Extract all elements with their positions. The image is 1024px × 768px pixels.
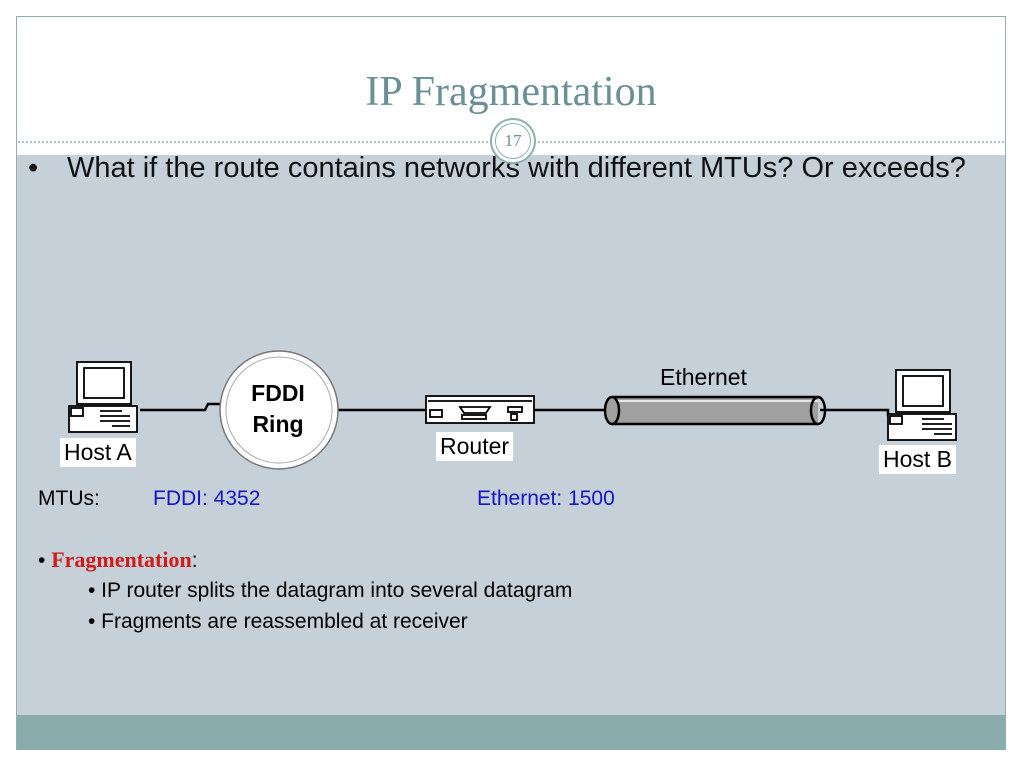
footer-bar — [17, 715, 1005, 749]
slide-number-badge: 17 — [490, 118, 536, 164]
router-icon — [425, 395, 535, 424]
host-a-label: Host A — [60, 438, 136, 467]
fragmentation-point-2: • Fragments are reassembled at receiver — [88, 610, 468, 633]
fddi-mtu-value: FDDI: 4352 — [153, 487, 261, 510]
fragmentation-point-1: • IP router splits the datagram into sev… — [88, 579, 573, 602]
host-b-computer-icon — [887, 369, 957, 441]
slide-number: 17 — [504, 131, 522, 150]
fddi-label-line1: FDDI — [251, 380, 305, 406]
fragmentation-colon: : — [191, 549, 198, 572]
title-area: IP Fragmentation — [16, 16, 1006, 142]
fragmentation-heading: • Fragmentation: — [38, 547, 198, 573]
fragmentation-keyword: Fragmentation — [51, 547, 192, 572]
fragmentation-bullet: • — [38, 549, 46, 572]
slide-title: IP Fragmentation — [365, 69, 657, 115]
fddi-ring-icon — [219, 350, 339, 470]
ethernet-cable-icon — [603, 395, 827, 426]
ethernet-mtu-value: Ethernet: 1500 — [477, 487, 615, 510]
fddi-label-line2: Ring — [252, 411, 304, 437]
host-b-label: Host B — [879, 445, 957, 474]
bullet-dot: • — [28, 152, 39, 184]
ethernet-hostb-link — [820, 408, 896, 417]
host-a-computer-icon — [68, 361, 138, 433]
ethernet-label: Ethernet — [660, 364, 747, 390]
mtus-label: MTUs: — [38, 487, 100, 510]
fddi-ring-label: FDDI Ring — [226, 378, 330, 440]
router-label: Router — [436, 432, 514, 461]
